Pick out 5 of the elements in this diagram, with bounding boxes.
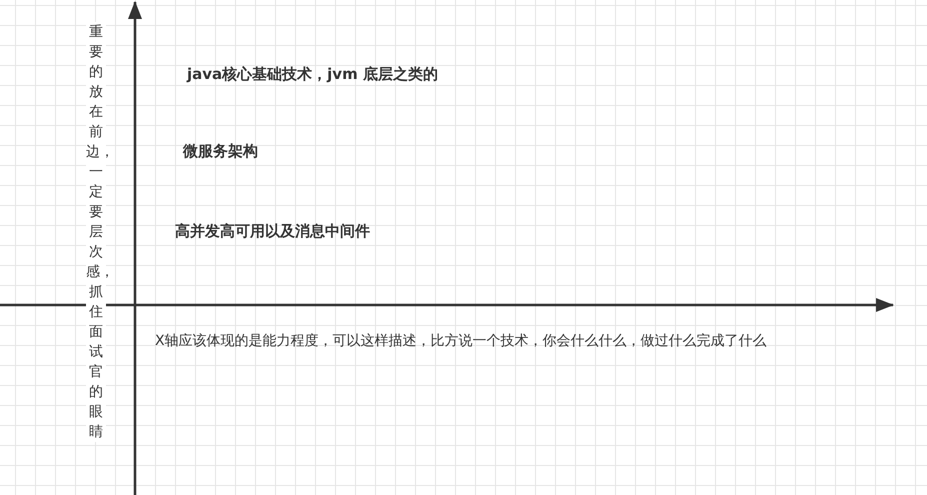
axis-item-text: java核心基础技术，jvm 底层之类的 [187, 65, 438, 84]
axis-item-text: 高并发高可用以及消息中间件 [175, 222, 370, 241]
axis-item-text: 微服务架构 [183, 142, 258, 161]
axis-note: X轴应该体现的是能力程度，可以这样描述，比方说一个技术，你会什么什么，做过什么完成了什么 [155, 332, 767, 350]
vertical-note: 重要的放在前边，一定要层次感，抓住面试官的眼睛 [86, 22, 106, 442]
